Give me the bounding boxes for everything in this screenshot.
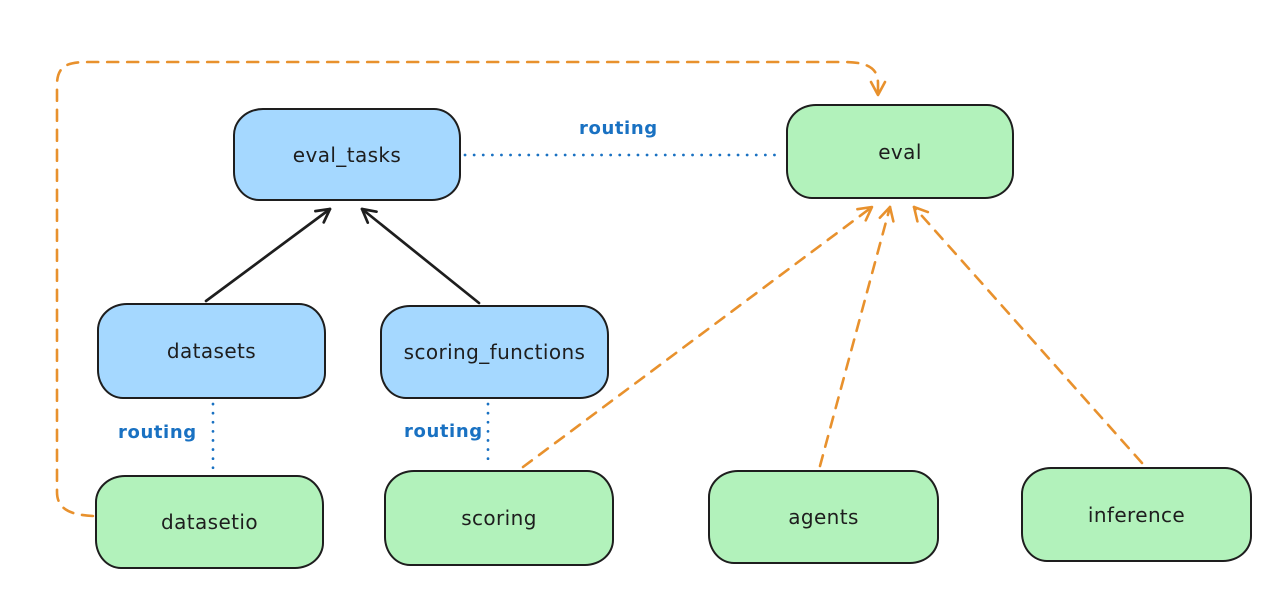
- node-scoring-label: scoring: [461, 506, 537, 530]
- edge-datasetio-to-eval: [55, 60, 887, 518]
- node-datasets: datasets: [97, 303, 326, 399]
- node-datasetio-label: datasetio: [160, 510, 258, 534]
- node-scoring-functions: scoring_functions: [380, 305, 609, 399]
- node-eval: eval: [786, 104, 1014, 199]
- node-eval-label: eval: [878, 139, 922, 164]
- edge-inference-to-eval: [912, 205, 1144, 465]
- edge-datasets-to-eval-tasks: [204, 207, 332, 303]
- node-eval-tasks-label: eval_tasks: [292, 142, 402, 167]
- node-datasetio: datasetio: [95, 475, 324, 569]
- node-scoring: scoring: [384, 470, 614, 566]
- node-datasets-label: datasets: [166, 339, 257, 363]
- edge-agents-to-eval: [818, 205, 895, 468]
- routing-label-datasets-datasetio: routing: [118, 422, 197, 443]
- node-agents: agents: [708, 470, 939, 564]
- node-eval-tasks: eval_tasks: [233, 108, 461, 201]
- node-inference: inference: [1021, 467, 1252, 562]
- node-scoring-functions-label: scoring_functions: [403, 340, 586, 364]
- routing-label-eval-tasks-eval: routing: [579, 118, 658, 139]
- node-agents-label: agents: [788, 505, 859, 529]
- edge-scoring-functions-to-eval-tasks: [360, 207, 481, 305]
- routing-label-scoring-functions-scoring: routing: [404, 421, 483, 442]
- node-inference-label: inference: [1087, 502, 1186, 527]
